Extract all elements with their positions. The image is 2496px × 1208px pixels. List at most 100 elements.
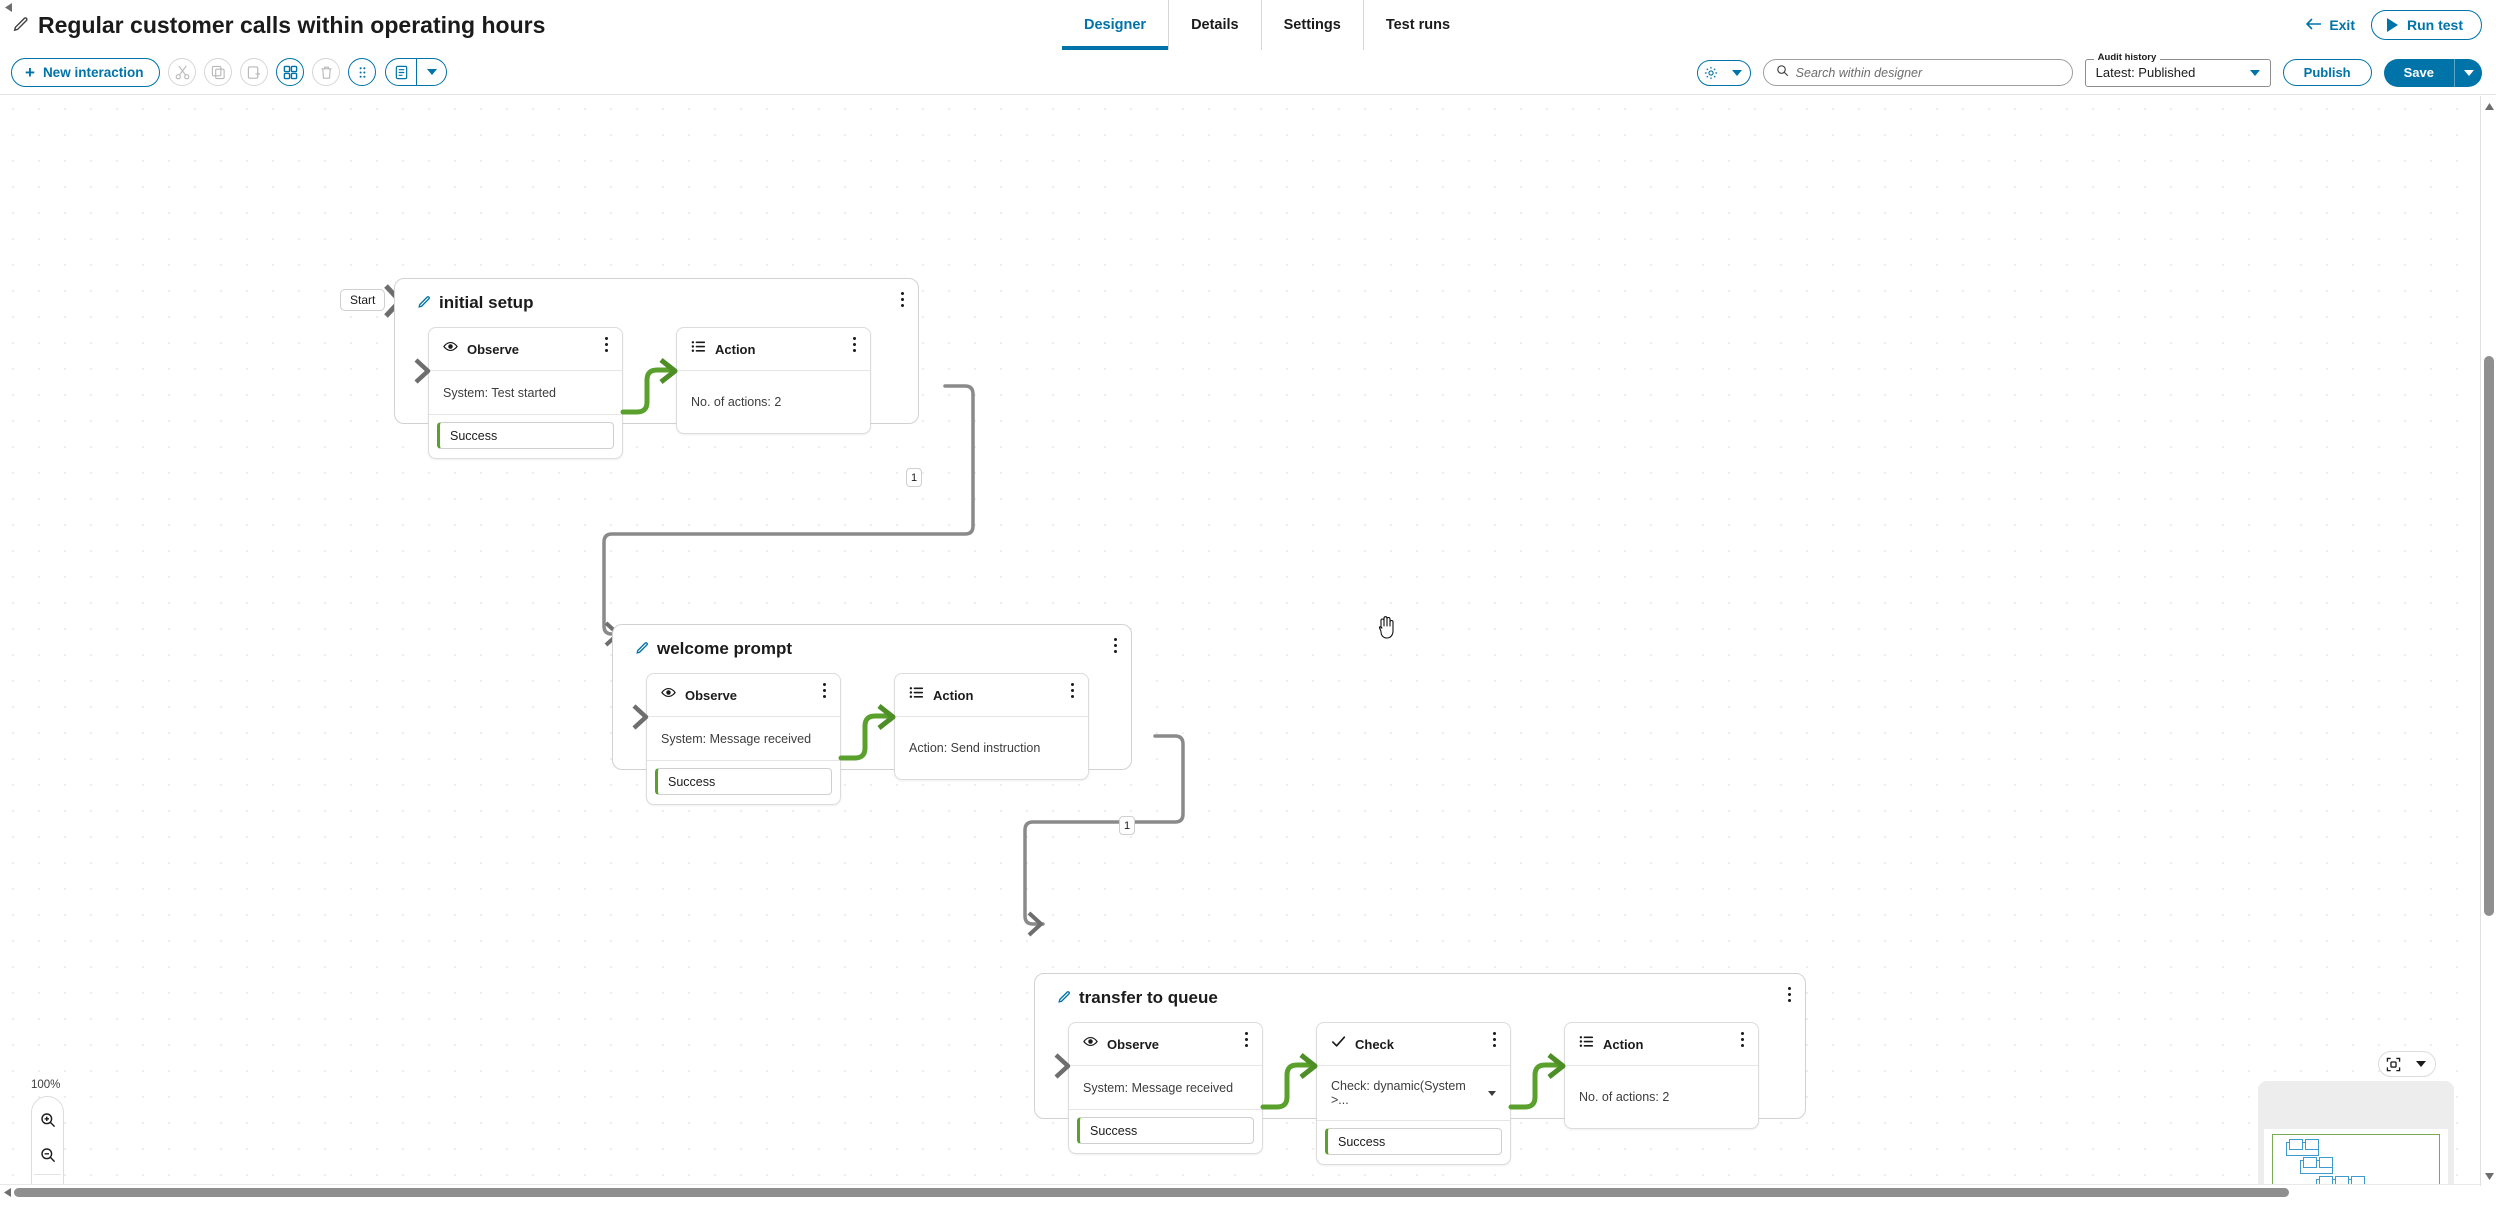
node-entry-chevron-icon (414, 358, 431, 384)
zoom-controls (31, 1096, 64, 1186)
grab-cursor-icon (1378, 616, 1394, 639)
exit-button[interactable]: Exit (2306, 17, 2355, 33)
node-action[interactable]: Action Action: Send instruction (894, 673, 1089, 780)
node-output-port-success[interactable]: Success (437, 422, 614, 449)
arrow-left-icon (2306, 17, 2322, 33)
settings-chevron-down-icon[interactable] (1724, 61, 1750, 85)
node-menu-kebab-icon[interactable] (823, 683, 826, 698)
tab-designer[interactable]: Designer (1062, 0, 1170, 50)
delete-icon[interactable] (312, 58, 341, 86)
minimap-node (2335, 1176, 2349, 1186)
node-body-text: System: Test started (443, 385, 557, 400)
publish-button[interactable]: Publish (2282, 59, 2372, 86)
scroll-down-icon[interactable] (2481, 1168, 2496, 1184)
node-body: System: Message received (647, 717, 840, 761)
node-check[interactable]: Check Check: dynamic(System >... Success (1316, 1022, 1511, 1165)
node-header: Action (1565, 1023, 1758, 1066)
node-title: Check (1355, 1036, 1395, 1052)
node-output-port-success[interactable]: Success (1077, 1117, 1254, 1144)
fit-view-chevron-down-icon[interactable] (2407, 1051, 2435, 1077)
audit-history-legend: Audit history (2093, 51, 2161, 63)
pencil-icon[interactable] (635, 642, 649, 656)
divider (34, 1174, 61, 1175)
drag-handle-icon[interactable] (348, 58, 377, 86)
scroll-left-icon[interactable] (2, 1187, 13, 1198)
node-title: Observe (1107, 1036, 1160, 1052)
tab-settings[interactable]: Settings (1262, 0, 1364, 50)
group-transfer-to-queue[interactable]: transfer to queue Observe System: Messag… (1034, 973, 1806, 1165)
save-button[interactable]: Save (2403, 65, 2434, 80)
minimap-node (2303, 1157, 2317, 1168)
scroll-left-icon-secondary[interactable] (3, 2, 14, 13)
group-welcome-prompt[interactable]: welcome prompt Observe System: Message r… (612, 624, 1132, 805)
new-interaction-button[interactable]: + New interaction (11, 57, 161, 87)
tab-test-runs[interactable]: Test runs (1385, 17, 1451, 33)
cut-icon[interactable] (168, 58, 197, 86)
audit-history-select[interactable]: Audit history Latest: Published (2084, 51, 2271, 87)
node-body: Action: Send instruction (895, 717, 1088, 779)
gear-icon[interactable] (1698, 61, 1724, 85)
notes-icon[interactable] (386, 59, 416, 85)
tab-details[interactable]: Details (1169, 0, 1262, 50)
zoom-in-icon[interactable] (32, 1102, 63, 1137)
group-menu-kebab-icon[interactable] (1788, 987, 1791, 1002)
node-output-port-success[interactable]: Success (655, 768, 832, 795)
audit-chevron-down-icon[interactable] (2249, 69, 2260, 76)
node-observe[interactable]: Observe System: Test started Success (428, 327, 623, 459)
zoom-out-icon[interactable] (32, 1137, 63, 1172)
horizontal-scrollbar[interactable] (0, 1184, 2480, 1198)
node-menu-kebab-icon[interactable] (1245, 1032, 1248, 1047)
run-test-button[interactable]: Run test (2371, 10, 2482, 40)
port-label: Success (1090, 1123, 1138, 1138)
node-menu-kebab-icon[interactable] (1071, 683, 1074, 698)
node-header: Observe (647, 674, 840, 717)
group-menu-kebab-icon[interactable] (901, 292, 904, 307)
node-observe[interactable]: Observe System: Message received Success (646, 673, 841, 805)
paste-icon[interactable] (240, 58, 269, 86)
group-exit-badge: 1 (906, 468, 922, 487)
node-title: Observe (685, 687, 738, 703)
list-icon (1579, 1034, 1594, 1054)
toolbar-right-group: Audit history Latest: Published Publish … (1696, 50, 2482, 95)
search-input[interactable] (1795, 65, 2060, 80)
vertical-scrollbar-thumb[interactable] (2484, 356, 2494, 916)
designer-toolbar: + New interaction (0, 50, 2496, 95)
node-menu-kebab-icon[interactable] (853, 337, 856, 352)
horizontal-scrollbar-thumb[interactable] (14, 1188, 2289, 1197)
node-action[interactable]: Action No. of actions: 2 (676, 327, 871, 434)
minimap[interactable] (2258, 1081, 2454, 1186)
vertical-scrollbar[interactable] (2480, 96, 2496, 1186)
node-menu-kebab-icon[interactable] (1493, 1032, 1496, 1047)
node-menu-kebab-icon[interactable] (1741, 1032, 1744, 1047)
group-initial-setup[interactable]: initial setup Observe System: Test start… (394, 278, 919, 459)
node-title: Action (715, 341, 756, 357)
save-chevron-down-icon[interactable] (2454, 58, 2482, 87)
play-icon (2387, 18, 2398, 32)
copy-icon[interactable] (204, 58, 233, 86)
node-body[interactable]: Check: dynamic(System >... (1317, 1066, 1510, 1121)
pencil-icon[interactable] (1057, 991, 1071, 1005)
pencil-icon[interactable] (12, 16, 29, 34)
fit-to-screen-icon[interactable] (2379, 1051, 2407, 1077)
minimap-node (2305, 1139, 2319, 1150)
check-icon (1331, 1034, 1346, 1054)
group-title: transfer to queue (1079, 988, 1218, 1007)
eye-icon (661, 685, 676, 705)
pencil-icon[interactable] (417, 296, 431, 310)
group-icon[interactable] (276, 58, 305, 86)
notes-dropdown-chevron-down-icon[interactable] (416, 59, 446, 85)
designer-canvas[interactable]: Start initial setup Observe System: Test… (0, 96, 2480, 1186)
node-entry-chevron-icon (632, 704, 649, 730)
eye-icon (443, 339, 458, 359)
start-badge: Start (340, 289, 386, 311)
notes-split-button (385, 58, 448, 86)
check-expand-chevron-down-icon[interactable] (1488, 1090, 1496, 1096)
page-title: Regular customer calls within operating … (38, 11, 546, 38)
group-menu-kebab-icon[interactable] (1114, 638, 1117, 653)
node-menu-kebab-icon[interactable] (605, 337, 608, 352)
node-action[interactable]: Action No. of actions: 2 (1564, 1022, 1759, 1129)
search-input-wrap[interactable] (1762, 59, 2073, 86)
node-output-port-success[interactable]: Success (1325, 1128, 1502, 1155)
node-observe[interactable]: Observe System: Message received Success (1068, 1022, 1263, 1154)
scroll-up-icon[interactable] (2481, 98, 2496, 114)
